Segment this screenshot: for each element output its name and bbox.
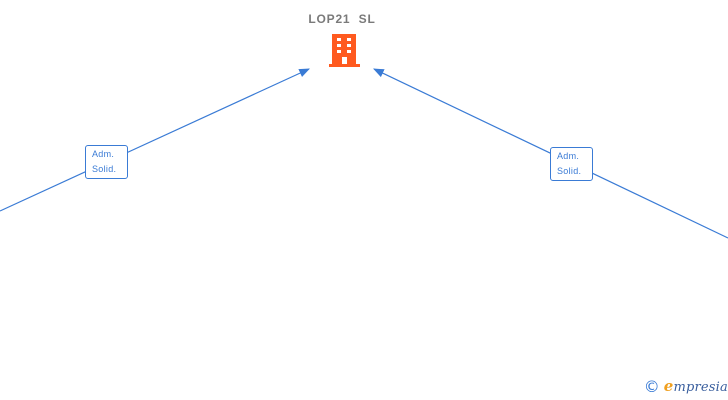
relation-label-right-line1: Adm. [557,151,580,161]
copyright-icon: © [643,376,660,396]
company-name[interactable]: LOP21 SL [308,12,376,26]
watermark: © empresia [644,376,728,396]
brand-logo-initial: e [663,377,674,395]
relation-label-left[interactable]: Adm. Solid. [85,145,128,179]
relation-label-right-line2: Solid. [557,166,582,176]
relation-label-left-line2: Solid. [92,164,117,174]
relation-label-left-line1: Adm. [92,149,115,159]
relation-label-right[interactable]: Adm. Solid. [550,147,593,181]
edge-line-left [0,68,310,212]
brand-logo: empresia [664,377,728,395]
brand-logo-text: mpresia [673,380,728,395]
building-icon [329,34,360,67]
